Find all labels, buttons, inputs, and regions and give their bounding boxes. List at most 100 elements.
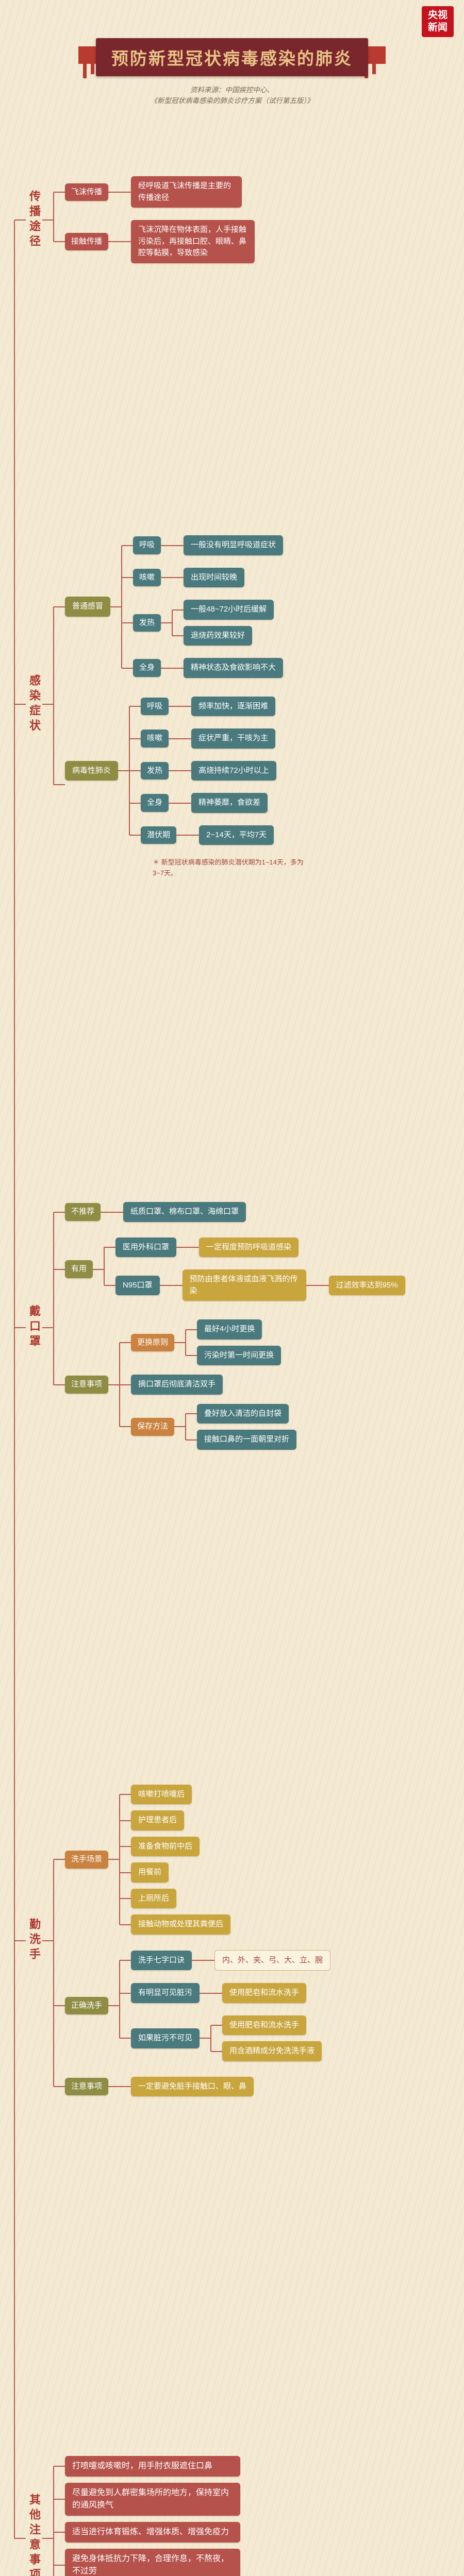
node-cover-mouth-when-sneezing: 打喷嚏或咳嗽时，用手肘衣服遮住口鼻 — [65, 2455, 240, 2477]
branch: 预防由患者体液或血液飞溅的传染 过滤效率达到95% — [182, 1269, 405, 1301]
tree-item: 发热 一般48~72小时后缓解 退烧药效果较好 — [121, 594, 283, 652]
cctv-news-logo: 央视 新闻 — [421, 6, 454, 37]
tree-item: 症状严重，干咳为主 — [180, 725, 276, 752]
branch: 洗手场景 咳嗽打喷嚏后 护理患者后 准备食物前中后 — [65, 1782, 231, 1938]
tree-item: 飞沫传播 经呼吸道飞沫传播是主要的传播途径 — [53, 170, 255, 214]
node-pneu-fever-desc: 高烧持续72小时以上 — [191, 760, 276, 781]
node-correct-washing: 正确洗手 — [65, 1996, 109, 2015]
node-wash-tips-desc: 一定要避免脏手接触口、眼、鼻 — [131, 2076, 254, 2097]
node-viral-pneumonia: 病毒性肺炎 — [65, 760, 119, 781]
node-pneu-incubation-desc: 2~14天，平均7天 — [199, 825, 274, 845]
tree-item: 打喷嚏或咳嗽时，用手肘衣服遮住口鼻 — [53, 2453, 240, 2480]
node-scene-after-cough: 咳嗽打喷嚏后 — [131, 1784, 192, 1805]
branch-children: 内、外、夹、弓、大、立、腕 — [192, 1947, 331, 1974]
tree-item: 准备食物前中后 — [119, 1833, 230, 1860]
branch-children: 纸质口罩、棉布口罩、海绵口罩 — [101, 1199, 246, 1225]
tree-item: 一般没有明显呼吸道症状 — [172, 532, 284, 558]
tree-item: 普通感冒 呼吸 一般没有明显呼吸道症状 — [53, 526, 312, 687]
node-surgical-mask: 医用外科口罩 — [115, 1237, 177, 1258]
branch-children: 高烧持续72小时以上 — [169, 758, 276, 784]
node-cold-breath-desc: 一般没有明显呼吸道症状 — [184, 535, 284, 555]
tree-item: 一定程度预防呼吸道感染 — [188, 1234, 299, 1261]
tree-item: 预防由患者体液或血液飞溅的传染 过滤效率达到95% — [171, 1266, 405, 1304]
section-wear-mask: 戴口罩 不推荐 纸质口罩、棉布口罩、海绵口罩 — [14, 1085, 464, 1570]
node-mask-useful: 有用 — [65, 1260, 93, 1278]
branch: 飞沫传播 经呼吸道飞沫传播是主要的传播途径 — [65, 173, 242, 211]
tree-item: 洗手场景 咳嗽打喷嚏后 护理患者后 准备食物前中后 — [53, 1778, 330, 1941]
section-label-transmission: 传播途径 — [28, 190, 41, 250]
branch-children: 飞沫沉降在物体表面，人手接触污染后，再接触口腔、眼睛、鼻腔等黏膜，导致感染 — [108, 217, 255, 266]
section-label-symptoms: 感染症状 — [28, 674, 41, 734]
node-cold-fever-desc1: 一般48~72小时后缓解 — [184, 600, 274, 620]
tree-item: 有明显可见脏污 使用肥皂和流水洗手 — [119, 1977, 330, 2009]
tree-item: 咳嗽打喷嚏后 — [119, 1782, 230, 1808]
branch: 如果脏污不可见 使用肥皂和流水洗手 用含酒精成分免洗洗手液 — [131, 2012, 322, 2064]
node-scene-after-animals: 接触动物或处理其粪便后 — [131, 1914, 231, 1935]
tree-item: 出现时间较晚 — [172, 565, 245, 591]
node-replace-rule: 更换原则 — [131, 1333, 175, 1352]
branch: 呼吸 一般没有明显呼吸道症状 — [133, 532, 284, 558]
branch-children: 症状严重，干咳为主 — [169, 725, 276, 752]
tree-item: N95口罩 预防由患者体液或血液飞溅的传染 — [104, 1263, 405, 1307]
node-pneu-cough-label: 咳嗽 — [141, 730, 169, 748]
branch-children: 叠好放入清洁的自封袋 接触口鼻的一面朝里对折 — [174, 1401, 297, 1453]
branch: 更换原则 最好4小时更换 污染时第一时间更换 — [131, 1316, 281, 1368]
branch-children: 精神萎靡，食欲差 — [169, 790, 268, 816]
tree-item: 潜伏期 2~14天，平均7天 — [129, 819, 276, 852]
tree-item: 接触传播 飞沫沉降在物体表面，人手接触污染后，再接触口腔、眼睛、鼻腔等黏膜，导致… — [53, 214, 255, 269]
tree-item: 全身 精神状态及食欲影响不大 — [121, 652, 284, 684]
incubation-footnote: ＊ 新型冠状病毒感染的肺炎潜伏期为1~14天，多为3~7天。 — [153, 858, 304, 877]
branch-children: 预防由患者体液或血液飞溅的传染 过滤效率达到95% — [159, 1266, 405, 1304]
tree-item: 不推荐 纸质口罩、棉布口罩、海绵口罩 — [53, 1196, 405, 1228]
title-banner: 预防新型冠状病毒感染的肺炎 — [0, 38, 464, 78]
node-pneu-breath-desc: 频率加快，逐渐困难 — [191, 696, 276, 717]
node-storage-method: 保存方法 — [131, 1418, 175, 1436]
branch-children: 一般没有明显呼吸道症状 — [161, 532, 284, 558]
branch: 注意事项 一定要避免脏手接触口、眼、鼻 — [65, 2074, 254, 2100]
branch: 呼吸 频率加快，逐渐困难 — [141, 693, 276, 720]
branch-children: 医用外科口罩 一定程度预防呼吸道感染 — [93, 1231, 405, 1308]
node-cold-cough-label: 咳嗽 — [133, 568, 161, 587]
tree-item: 上厕所后 — [119, 1885, 230, 1912]
branch: 全身 精神萎靡，食欲差 — [141, 790, 268, 816]
top-bar: 央视 新闻 — [0, 0, 464, 37]
branch-children: 精神状态及食欲影响不大 — [161, 655, 284, 681]
branch: 保存方法 叠好放入清洁的自封袋 接触口鼻的一面朝里对折 — [131, 1401, 297, 1453]
source-line2: 《新型冠状病毒感染的肺炎诊疗方案（试行第五版）》 — [150, 97, 314, 105]
branch-children: 频率加快，逐渐困难 — [169, 693, 276, 720]
tree-item: 有用 医用外科口罩 一定程度预防呼吸道感染 — [53, 1228, 405, 1311]
node-invisible-dirt: 如果脏污不可见 — [131, 2028, 200, 2048]
node-pneu-incubation-label: 潜伏期 — [141, 826, 177, 844]
branch-children: 普通感冒 呼吸 一般没有明显呼吸道症状 — [42, 526, 312, 882]
branch-children: 咳嗽打喷嚏后 护理患者后 准备食物前中后 用餐前 — [108, 1782, 231, 1938]
tree-item: 叠好放入清洁的自封袋 — [185, 1401, 296, 1427]
tree-item: 退烧药效果较好 — [172, 622, 274, 649]
node-scene-before-meal: 用餐前 — [131, 1862, 169, 1883]
branch-children: 呼吸 一般没有明显呼吸道症状 — [110, 529, 284, 684]
section-infection-symptoms: 感染症状 普通感冒 呼吸 — [14, 323, 464, 1086]
section-label-wash-hands: 勤洗手 — [28, 1918, 41, 1963]
node-common-cold: 普通感冒 — [65, 597, 111, 617]
tree-item: 高烧持续72小时以上 — [180, 758, 276, 784]
tree-item: 呼吸 频率加快，逐渐困难 — [129, 690, 276, 723]
tree-item: 尽量避免到人群密集场所的地方，保持室内的通风换气 — [53, 2479, 240, 2519]
branch: 注意事项 更换原则 最好4小时更换 — [65, 1313, 297, 1456]
tree-item: 内、外、夹、弓、大、立、腕 — [203, 1947, 331, 1974]
node-cold-fever-desc2: 退烧药效果较好 — [184, 625, 253, 646]
tree-item: 一般48~72小时后缓解 — [172, 597, 274, 623]
branch-children: 2~14天，平均7天 — [176, 822, 274, 849]
tree-item: 经呼吸道飞沫传播是主要的传播途径 — [120, 173, 242, 211]
branch-children: 呼吸 频率加快，逐渐困难 — [118, 690, 276, 852]
node-formula-value: 内、外、夹、弓、大、立、腕 — [214, 1950, 331, 1971]
node-mask-tips: 注意事项 — [65, 1376, 109, 1394]
branch: 感染症状 普通感冒 呼吸 — [26, 526, 362, 882]
node-pneu-body-desc: 精神萎靡，食欲差 — [191, 793, 268, 813]
node-visible-dirt-method: 使用肥皂和流水洗手 — [222, 1983, 307, 2003]
section-label-mask: 戴口罩 — [28, 1305, 41, 1350]
tree-item: 保存方法 叠好放入清洁的自封袋 接触口鼻的一面朝里对折 — [119, 1397, 297, 1456]
node-droplet-desc: 经呼吸道飞沫传播是主要的传播途径 — [131, 176, 242, 208]
branch: 病毒性肺炎 呼吸 频率加快，逐渐困难 — [65, 690, 276, 852]
node-cold-body-desc: 精神状态及食欲影响不大 — [184, 658, 284, 678]
tree-item: 使用肥皂和流水洗手 — [210, 2012, 322, 2039]
branch-children: 过滤效率达到95% — [306, 1273, 405, 1299]
